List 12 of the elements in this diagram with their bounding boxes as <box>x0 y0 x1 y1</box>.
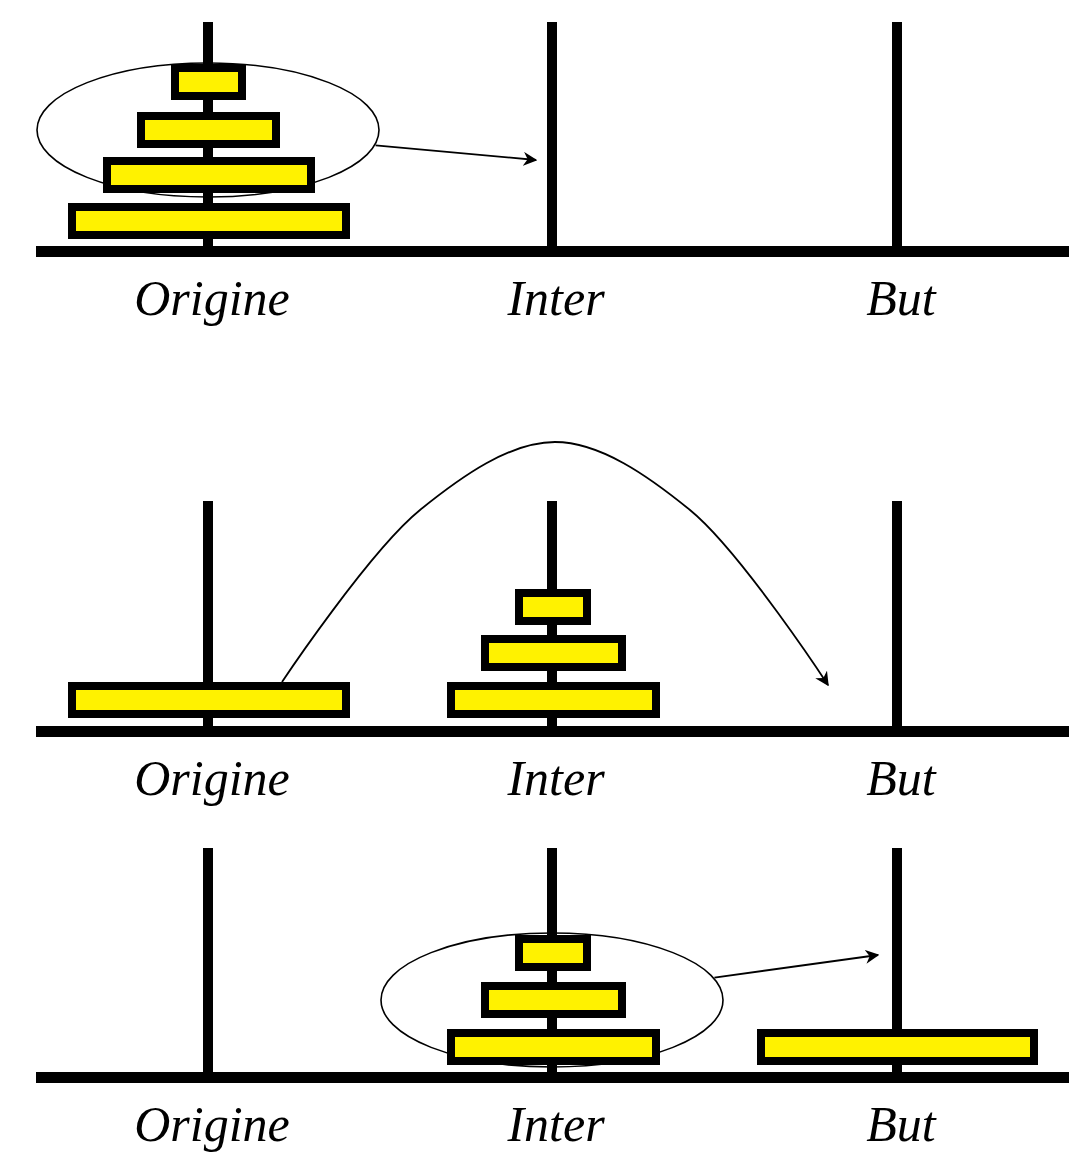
peg-label: Origine <box>133 269 291 328</box>
peg-label: Origine <box>133 1095 291 1154</box>
peg-label: But <box>865 269 938 328</box>
peg-label: But <box>865 1095 938 1154</box>
peg-label: Inter <box>506 269 606 328</box>
peg-label: Origine <box>133 749 291 808</box>
arrow <box>374 144 538 166</box>
peg-label: Inter <box>506 749 606 808</box>
peg-label: Inter <box>506 1095 606 1154</box>
arrow <box>713 949 880 979</box>
curved-arrow <box>281 441 829 687</box>
peg-label: But <box>865 749 938 808</box>
